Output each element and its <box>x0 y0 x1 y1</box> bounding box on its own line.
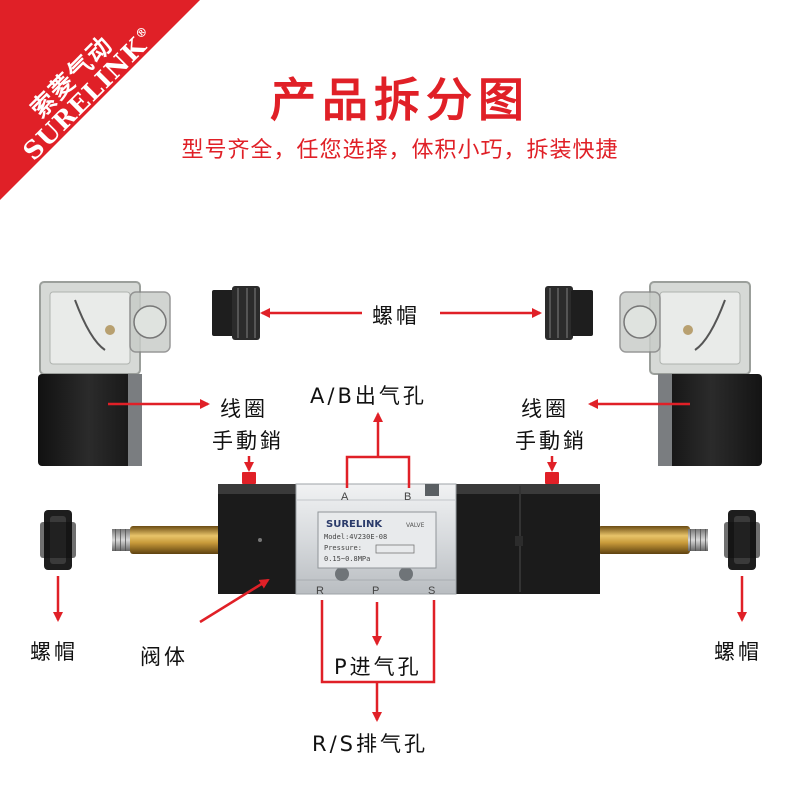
label-rs-exhaust: R/S排气孔 <box>312 732 428 756</box>
callout-lines <box>53 308 747 722</box>
valve-brand-text: SURELINK <box>326 519 383 530</box>
port-r-label: R <box>316 585 324 597</box>
label-p-inlet: P进气孔 <box>334 655 422 679</box>
valve-model-text: Model:4V230E-08 <box>324 533 387 541</box>
valve-symbol <box>375 544 415 554</box>
label-nut-bottom-left: 螺帽 <box>30 640 78 664</box>
coil-connector-left <box>39 281 171 375</box>
stem-right <box>598 526 708 554</box>
label-manual-right: 手動銷 <box>515 429 587 453</box>
port-s-label: S <box>428 585 435 597</box>
coil-connector-right <box>619 281 751 375</box>
port-a-label: A <box>341 491 349 503</box>
port-p-label: P <box>372 585 379 597</box>
label-manual-left: 手動銷 <box>212 429 284 453</box>
nut-bottom-left <box>40 510 76 570</box>
valve-body <box>218 483 600 595</box>
valve-type-text: VALVE <box>406 522 425 529</box>
valve-pressure-label: Pressure: <box>324 544 362 552</box>
label-coil-left: 线圈 <box>220 397 268 421</box>
valve-pressure-range: 0.15~0.8MPa <box>324 555 370 563</box>
page-subtitle: 型号齐全，任您选择，体积小巧，拆装快捷 <box>181 138 619 163</box>
label-nut-top: 螺帽 <box>372 304 420 328</box>
port-b-label: B <box>404 491 411 503</box>
manual-button-right <box>545 472 559 484</box>
label-nut-bottom-right: 螺帽 <box>714 640 762 664</box>
label-valve-body: 阀体 <box>140 645 188 669</box>
label-ab-outlet: A/B出气孔 <box>310 384 427 408</box>
label-coil-right: 线圈 <box>521 397 569 421</box>
manual-button-left <box>242 472 256 484</box>
stem-left <box>112 526 222 554</box>
brand-corner: 索菱气动 SURELINK® <box>0 0 200 200</box>
brand-corner-bg <box>0 0 200 200</box>
coil-right <box>658 374 762 466</box>
nut-top-right <box>545 286 593 340</box>
nut-bottom-right <box>724 510 760 570</box>
nut-top-left <box>212 286 260 340</box>
coil-left <box>38 374 142 466</box>
page-title: 产品拆分图 <box>270 73 530 127</box>
